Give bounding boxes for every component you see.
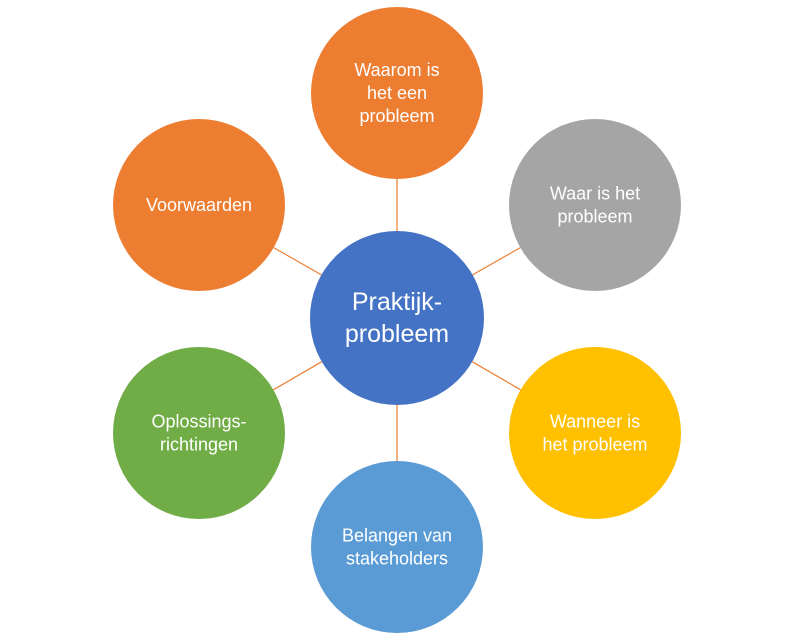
node-label-belangen-line-2: stakeholders: [346, 549, 448, 569]
center-node: Praktijk-probleem: [310, 231, 484, 405]
node-label-wanneer-line-2: het probleem: [542, 435, 647, 455]
node-label-wanneer-line-1: Wanneer is: [550, 412, 640, 432]
node-circle-voorwaarden: [113, 119, 285, 291]
node-label-waar-line-2: probleem: [557, 207, 632, 227]
node-label-oplossingsrichtingen-line-1: Oplossings-: [151, 412, 246, 432]
node-circle-oplossingsrichtingen: [113, 347, 285, 519]
node-circle-belangen: [311, 461, 483, 633]
node-voorwaarden: Voorwaarden: [113, 119, 285, 291]
node-label-waarom-line-2: het een: [367, 83, 427, 103]
node-circle-wanneer: [509, 347, 681, 519]
node-circle-waar: [509, 119, 681, 291]
node-label-waarom-line-1: Waarom is: [354, 60, 439, 80]
node-oplossingsrichtingen: Oplossings-richtingen: [113, 347, 285, 519]
connectors: [273, 179, 521, 461]
center-label-line-2: probleem: [345, 320, 449, 348]
center-label-line-1: Praktijk-: [352, 288, 442, 316]
connector-waar: [472, 247, 521, 276]
node-label-voorwaarden-line-1: Voorwaarden: [146, 195, 252, 215]
node-belangen: Belangen van stakeholders: [311, 461, 483, 633]
node-circle-waarom: [311, 7, 483, 179]
node-label-waar-line-1: Waar is het: [550, 184, 640, 204]
node-label-belangen-line-1: Belangen van: [342, 526, 452, 546]
node-waarom: Waarom is het een probleem: [311, 7, 483, 179]
connector-oplossingsrichtingen: [273, 361, 323, 391]
node-label-waarom-line-3: probleem: [359, 106, 434, 126]
node-wanneer: Wanneer is het probleem: [509, 347, 681, 519]
connector-wanneer: [471, 361, 521, 391]
node-label-oplossingsrichtingen-line-2: richtingen: [160, 435, 238, 455]
center-circle: [310, 231, 484, 405]
connector-voorwaarden: [273, 247, 322, 276]
node-waar: Waar is het probleem: [509, 119, 681, 291]
